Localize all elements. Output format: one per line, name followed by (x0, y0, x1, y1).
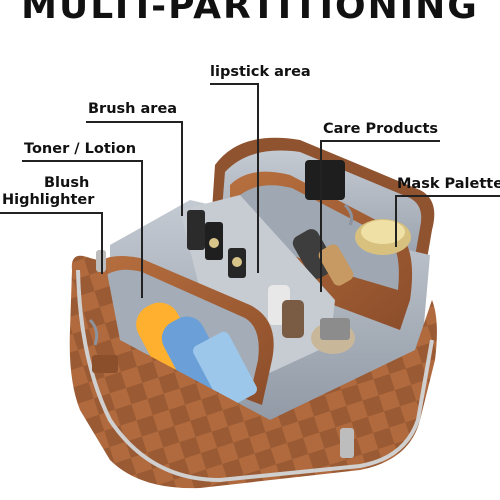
leader-care-h (320, 140, 440, 142)
label-toner-lotion: Toner / Lotion (24, 141, 137, 157)
leader-blush-h (0, 212, 102, 214)
label-lipstick-area: lipstick area (210, 64, 311, 80)
label-blush: Blush (44, 175, 90, 191)
label-brush-area: Brush area (88, 101, 178, 117)
leader-lipstick-h (210, 83, 258, 85)
leader-toner-h (22, 160, 142, 162)
label-highlighter: Highlighter (2, 192, 95, 208)
leader-mask-v (395, 195, 397, 247)
leader-care-v (320, 140, 322, 292)
label-care-products: Care Products (323, 121, 439, 137)
leader-mask-h (395, 195, 500, 197)
leader-blush-v (101, 212, 103, 274)
leader-brush-h (86, 121, 182, 123)
page-title: MULTI-PARTITIONING (21, 0, 479, 27)
leader-toner-v (141, 160, 143, 298)
leader-brush-v (181, 121, 183, 216)
leader-lipstick-v (257, 83, 259, 273)
label-mask-palette: Mask Palette (397, 176, 500, 192)
